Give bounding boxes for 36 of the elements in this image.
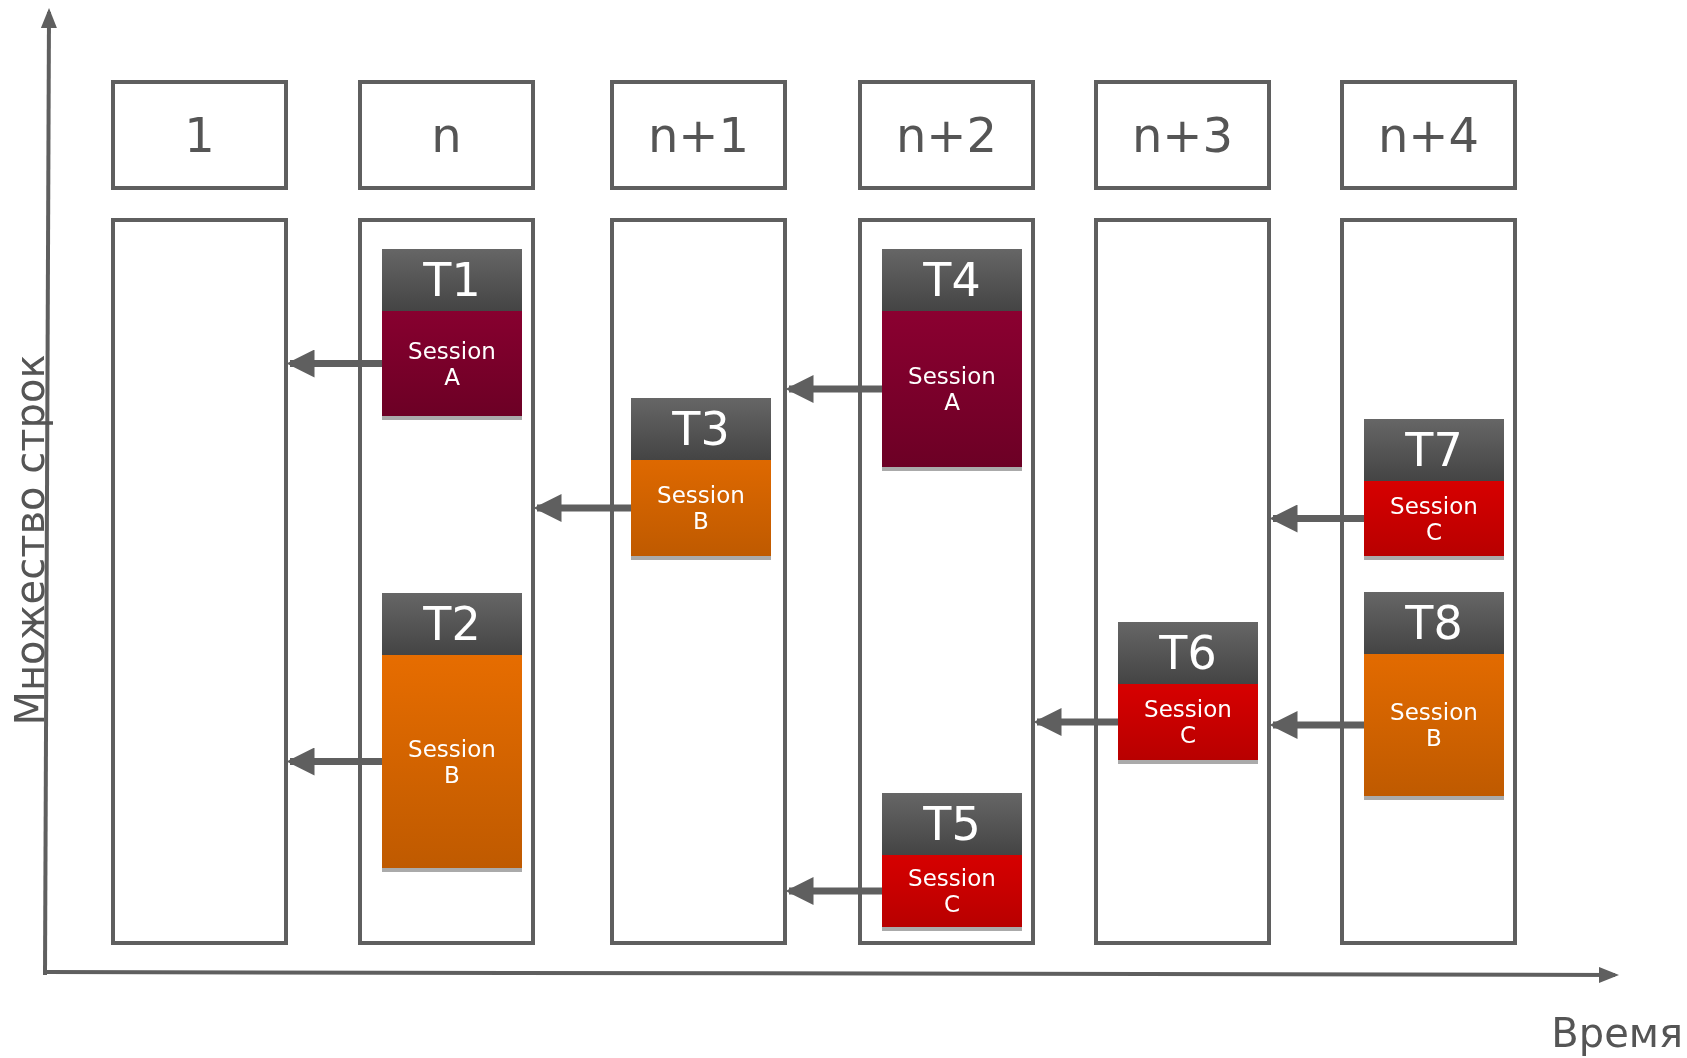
transaction-label: T7 xyxy=(1364,419,1504,481)
version-column xyxy=(358,218,535,945)
version-box xyxy=(358,80,535,190)
transaction-label: T5 xyxy=(882,793,1022,855)
transaction-label: T4 xyxy=(882,249,1022,311)
axis-title: Множество строк xyxy=(7,354,53,726)
session-label: Session C xyxy=(907,865,997,917)
session-label: Session C xyxy=(1143,696,1233,748)
session-label: Session B xyxy=(1389,699,1479,751)
version-label: n xyxy=(431,107,462,163)
version-column xyxy=(858,218,1035,945)
version-column xyxy=(610,218,787,945)
transaction-label: T1 xyxy=(382,249,522,311)
version-column xyxy=(111,218,288,945)
session-label: Session C xyxy=(1389,492,1479,545)
session-label: Session A xyxy=(907,363,997,415)
version-box xyxy=(1094,80,1271,190)
transaction-label: T8 xyxy=(1364,592,1504,654)
version-label: 1 xyxy=(184,107,215,163)
version-box xyxy=(111,80,288,190)
version-label: n+4 xyxy=(1377,107,1480,163)
version-label: n+1 xyxy=(647,107,750,163)
session-label: Session B xyxy=(656,482,746,534)
version-box xyxy=(1340,80,1517,190)
version-column xyxy=(1340,218,1517,945)
transaction-label: T6 xyxy=(1118,622,1258,684)
transaction-label: T2 xyxy=(382,593,522,655)
version-column xyxy=(1094,218,1271,945)
version-label: n+2 xyxy=(895,107,998,163)
axis-title: Время xyxy=(1551,1010,1683,1056)
version-box xyxy=(858,80,1035,190)
session-label: Session B xyxy=(407,735,497,788)
session-label: Session A xyxy=(407,337,497,390)
version-label: n+3 xyxy=(1131,107,1234,163)
version-box xyxy=(610,80,787,190)
transaction-label: T3 xyxy=(631,398,771,460)
